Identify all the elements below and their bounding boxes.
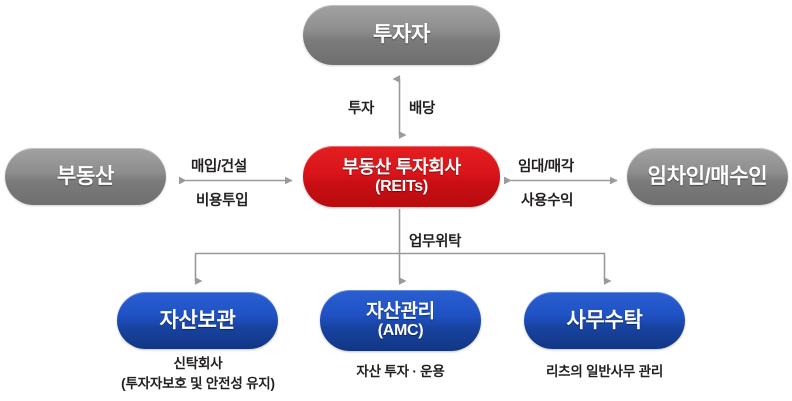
caption-office-trust: 리츠의 일반사무 관리 [504, 362, 705, 382]
node-reits-label: 부동산 투자회사 [342, 157, 461, 178]
node-office-trust[interactable]: 사무수탁 [524, 292, 685, 349]
caption-asset-custody: 신탁회사 (투자자보호 및 안전성 유지) [58, 354, 338, 393]
edge-label-invest: 투자 [348, 101, 375, 117]
node-investor[interactable]: 투자자 [303, 5, 500, 65]
node-asset-management-sublabel: (AMC) [377, 322, 424, 340]
edge-label-dividend: 배당 [409, 101, 436, 117]
node-real-estate-label: 부동산 [56, 164, 115, 188]
edge-label-delegation: 업무위탁 [409, 234, 462, 250]
edge-label-purchase-construction: 매입/건설 [191, 159, 247, 175]
node-asset-custody-label: 자산보관 [159, 308, 236, 332]
node-tenant-buyer[interactable]: 임차인/매수인 [627, 148, 788, 205]
node-asset-management[interactable]: 자산관리 (AMC) [320, 290, 481, 351]
node-reits[interactable]: 부동산 투자회사 (REITs) [303, 146, 500, 207]
caption-office-trust-line1: 리츠의 일반사무 관리 [545, 364, 664, 379]
node-asset-management-label: 자산관리 [366, 300, 435, 322]
caption-asset-custody-line2: (투자자보호 및 안전성 유지) [121, 375, 275, 391]
node-reits-sublabel: (REITs) [375, 177, 428, 195]
caption-asset-custody-line1: 신탁회사 [173, 356, 223, 371]
caption-asset-management-line1: 자산 투자 · 운용 [356, 364, 445, 379]
node-real-estate[interactable]: 부동산 [5, 148, 166, 205]
edge-label-usage-profit: 사용수익 [521, 193, 574, 209]
caption-asset-management: 자산 투자 · 운용 [320, 362, 481, 382]
node-office-trust-label: 사무수탁 [566, 308, 643, 332]
edge-label-cost-input: 비용투입 [196, 193, 249, 209]
edge-label-lease-sale: 임대/매각 [518, 159, 574, 175]
node-asset-custody[interactable]: 자산보관 [117, 292, 278, 349]
node-tenant-buyer-label: 임차인/매수인 [647, 164, 768, 188]
arrow-delegation-tree [194, 209, 612, 285]
node-investor-label: 투자자 [372, 23, 431, 47]
